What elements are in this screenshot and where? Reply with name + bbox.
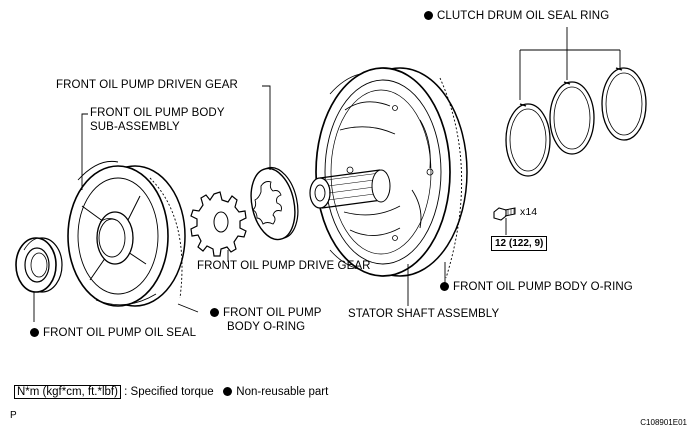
torque-value-box: 12 (122, 9) bbox=[491, 236, 548, 251]
oil-seal-part bbox=[15, 237, 63, 293]
pump-body-part bbox=[67, 160, 186, 307]
label-text-line1: FRONT OIL PUMP bbox=[223, 307, 322, 319]
driven-gear-part bbox=[250, 166, 299, 241]
label-text: FRONT OIL PUMP BODY O-RING bbox=[453, 281, 633, 293]
non-reusable-dot-icon bbox=[440, 282, 449, 291]
drive-gear-part bbox=[190, 191, 247, 257]
figure-id: C108901E01 bbox=[640, 418, 687, 427]
footer-letter: P bbox=[10, 410, 17, 421]
label-body-oring-left: FRONT OIL PUMP BODY O-RING bbox=[210, 306, 322, 334]
label-text-line1: FRONT OIL PUMP BODY bbox=[90, 107, 225, 119]
label-text-line2: SUB-ASSEMBLY bbox=[90, 121, 180, 133]
label-driven-gear: FRONT OIL PUMP DRIVEN GEAR bbox=[56, 78, 238, 92]
label-text: x14 bbox=[520, 206, 538, 218]
non-reusable-dot-icon bbox=[30, 328, 39, 337]
label-drive-gear: FRONT OIL PUMP DRIVE GEAR bbox=[197, 259, 371, 273]
label-stator-shaft: STATOR SHAFT ASSEMBLY bbox=[348, 307, 499, 321]
bolt-part bbox=[493, 207, 516, 221]
legend: N*m (kgf*cm, ft.*lbf) : Specified torque… bbox=[14, 385, 329, 399]
non-reusable-dot-icon bbox=[424, 11, 433, 20]
label-text: FRONT OIL PUMP OIL SEAL bbox=[43, 327, 197, 339]
label-body-sub-assembly: FRONT OIL PUMP BODY SUB-ASSEMBLY bbox=[90, 106, 225, 134]
label-body-oring-right: FRONT OIL PUMP BODY O-RING bbox=[440, 280, 633, 294]
label-text: FRONT OIL PUMP DRIVEN GEAR bbox=[56, 79, 238, 91]
label-oil-seal: FRONT OIL PUMP OIL SEAL bbox=[30, 326, 196, 340]
non-reusable-dot-icon bbox=[210, 308, 219, 317]
torque-value-text: 12 (122, 9) bbox=[495, 238, 544, 249]
legend-torque-box: N*m (kgf*cm, ft.*lbf) bbox=[14, 385, 121, 399]
legend-torque-text: : Specified torque bbox=[124, 386, 214, 398]
label-text: STATOR SHAFT ASSEMBLY bbox=[348, 308, 500, 320]
label-bolt-quantity: x14 bbox=[520, 205, 537, 219]
label-clutch-drum-seal-ring: CLUTCH DRUM OIL SEAL RING bbox=[424, 9, 609, 23]
leader-lines bbox=[33, 27, 621, 322]
legend-nonreusable-text: Non-reusable part bbox=[236, 386, 329, 398]
stator-shaft-part bbox=[309, 67, 468, 277]
label-text: CLUTCH DRUM OIL SEAL RING bbox=[437, 10, 610, 22]
seal-rings-part bbox=[505, 67, 647, 177]
legend-dot-icon bbox=[223, 387, 233, 396]
label-text: FRONT OIL PUMP DRIVE GEAR bbox=[197, 260, 371, 272]
label-text-line2: BODY O-RING bbox=[227, 321, 306, 333]
